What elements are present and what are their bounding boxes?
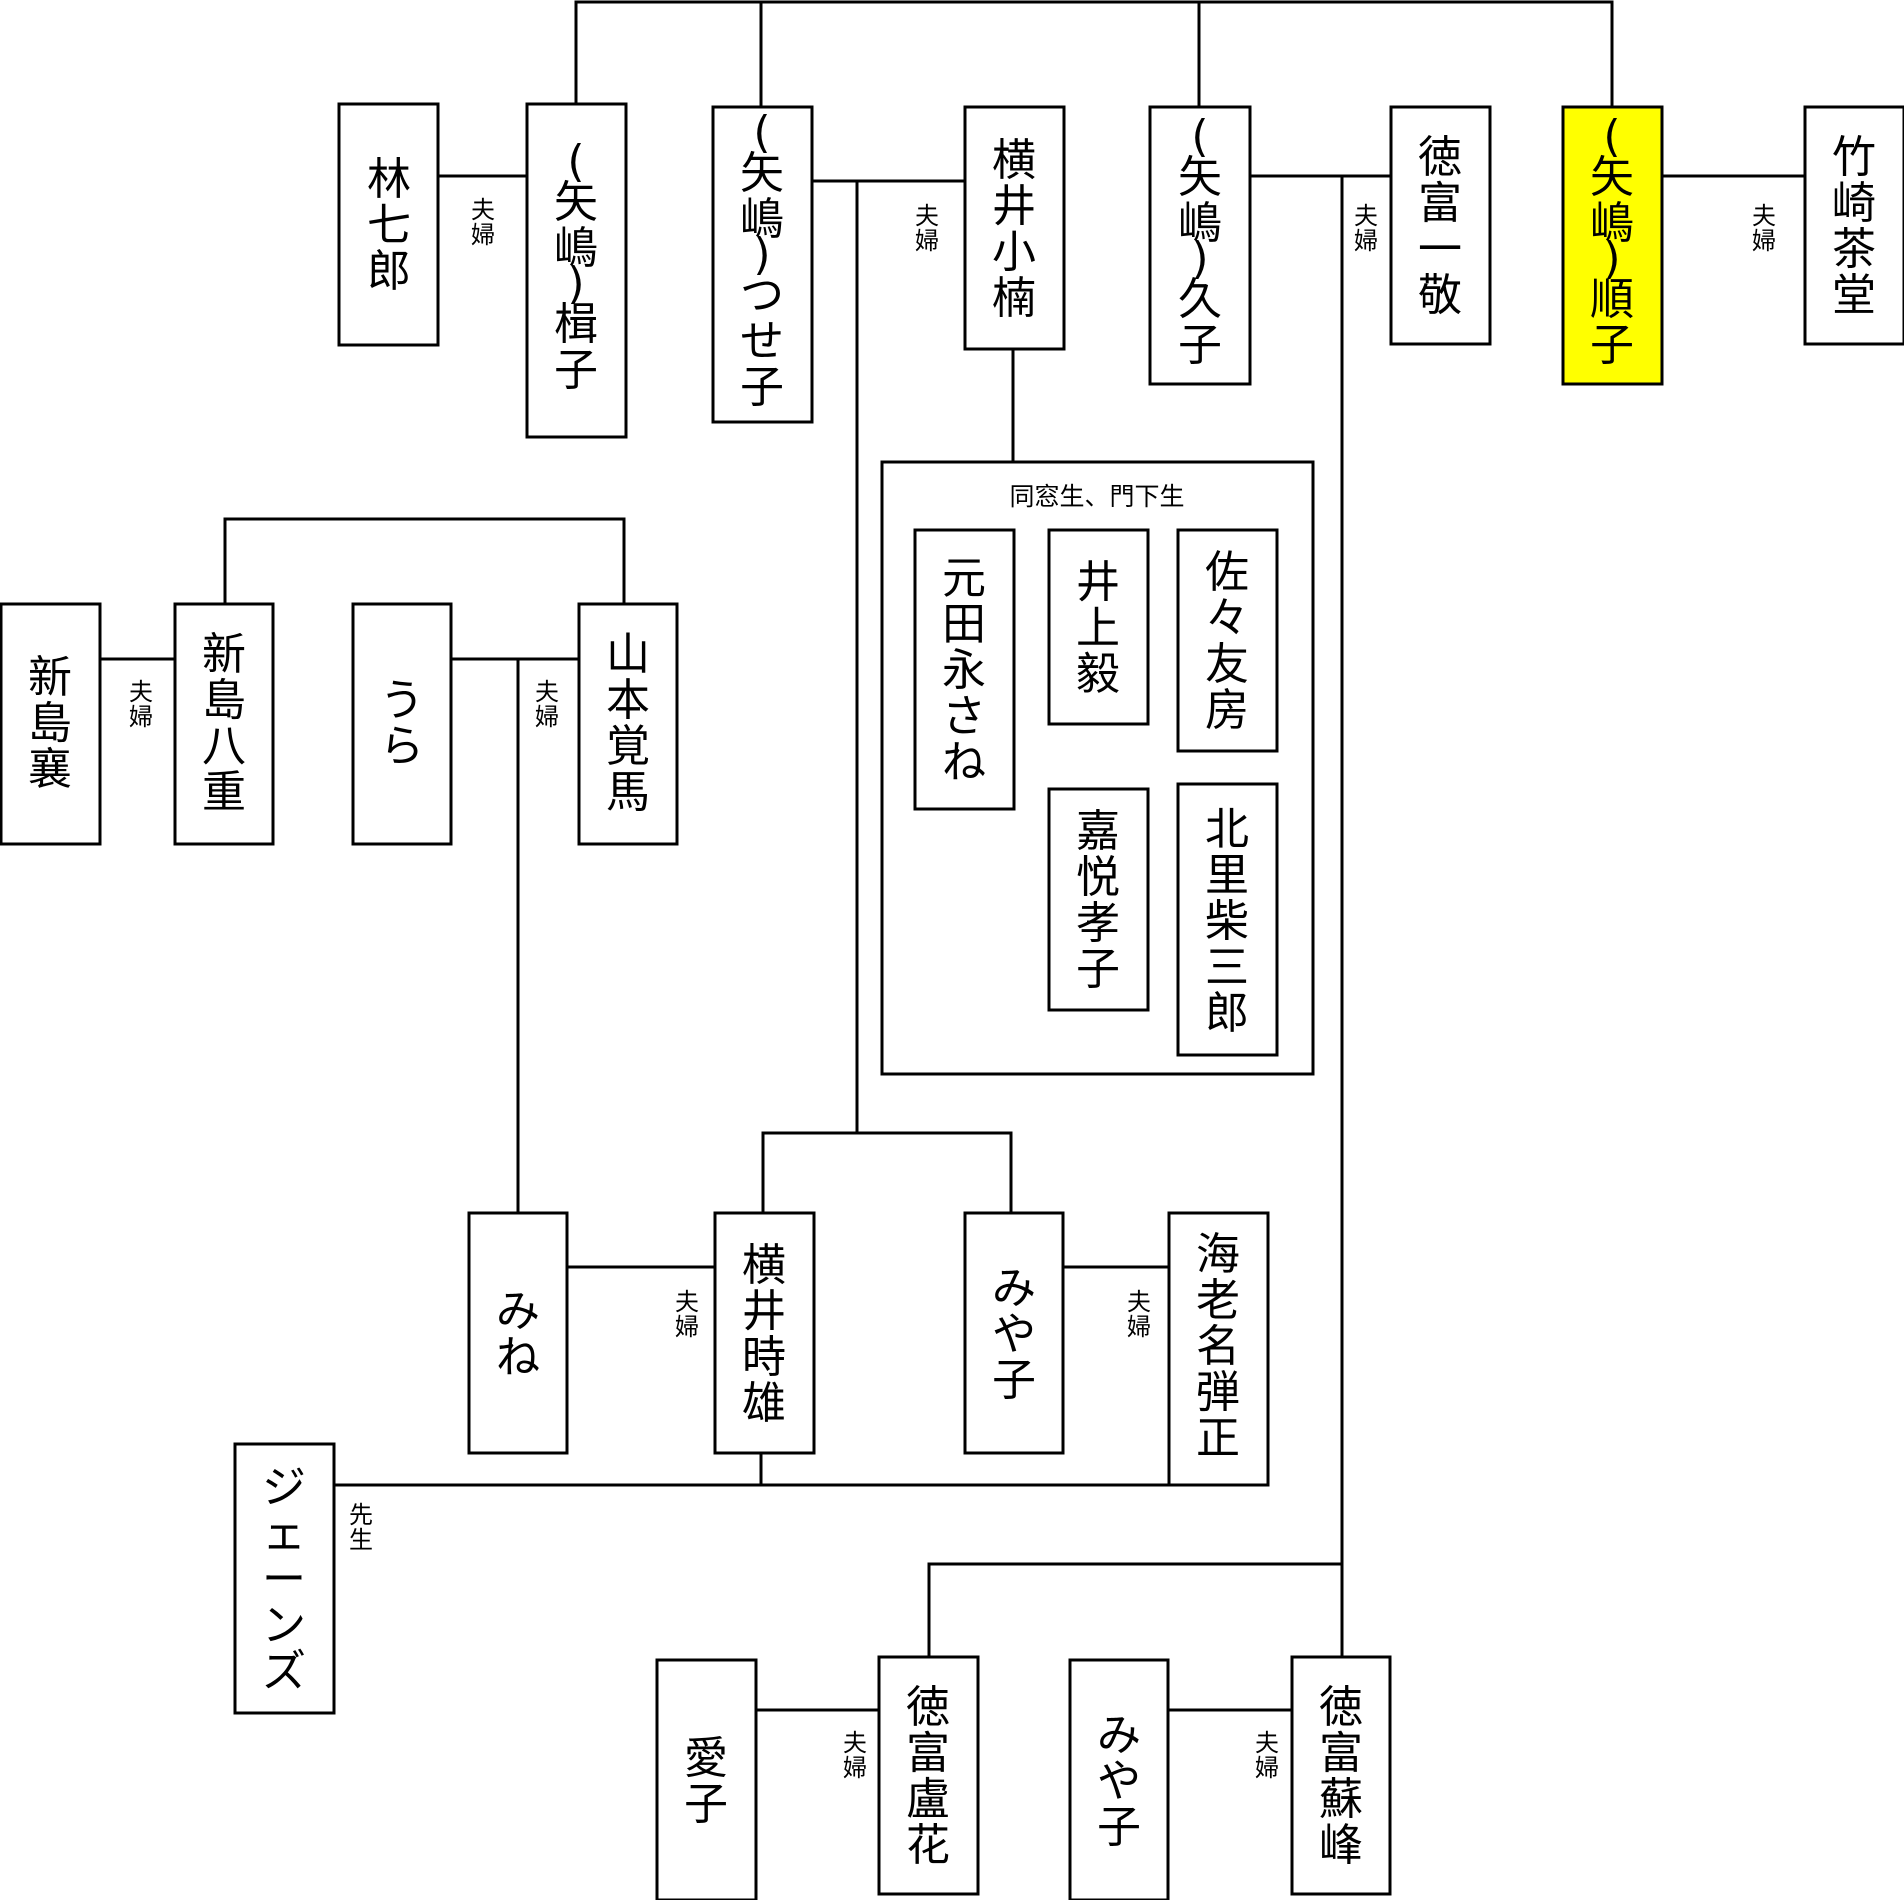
person-hayashi-shichiro: 林七郎 — [337, 102, 440, 347]
person-ebina-danjo: 海老名弾正 — [1167, 1211, 1270, 1487]
person-name: 林七郎 — [367, 154, 411, 297]
person-name: 竹崎茶堂 — [1832, 132, 1876, 321]
person-name: (矢嶋)つせ子 — [740, 107, 784, 413]
relation-label-couple: 夫婦 — [535, 678, 559, 731]
person-name: 横井時雄 — [742, 1240, 786, 1429]
person-name: (矢嶋)順子 — [1590, 111, 1634, 371]
relation-label-couple: 夫婦 — [471, 196, 495, 249]
person-yajima-tsuseko: (矢嶋)つせ子 — [711, 105, 814, 424]
sibling-bar-yae-kakuma — [223, 517, 626, 604]
person-yokoi-tokio: 横井時雄 — [713, 1211, 816, 1455]
children-bar-tsuseko-shonan — [761, 1131, 1013, 1213]
person-yokoi-shonan: 横井小楠 — [963, 105, 1066, 351]
person-takezaki-sado: 竹崎茶堂 — [1803, 105, 1904, 346]
person-name: (矢嶋)久子 — [1178, 111, 1222, 371]
person-name: 愛子 — [684, 1733, 728, 1830]
person-inoue-kowashi: 井上毅 — [1047, 528, 1150, 726]
person-name: 山本覚馬 — [606, 629, 650, 818]
group-label: 同窓生、門下生 — [1009, 482, 1184, 511]
group-frame-classmates — [880, 460, 1315, 1076]
person-name: 井上毅 — [1076, 557, 1120, 700]
person-yajima-kajiko: (矢嶋)楫子 — [525, 102, 628, 439]
person-name: みね — [496, 1286, 540, 1383]
sibling-bar-top — [574, 0, 1614, 107]
person-name: 佐々友房 — [1205, 547, 1249, 736]
person-sasa-tomofusa: 佐々友房 — [1176, 528, 1279, 753]
connector-lines — [100, 0, 1805, 1712]
person-name: 海老名弾正 — [1196, 1229, 1240, 1464]
person-miyako-2: みや子 — [1068, 1658, 1170, 1900]
person-niijima-yae: 新島八重 — [173, 602, 275, 846]
relation-label-couple: 夫婦 — [1752, 202, 1776, 255]
person-kitasato-shibasaburo: 北里柴三郎 — [1176, 782, 1279, 1057]
person-name: 北里柴三郎 — [1205, 804, 1249, 1039]
person-name: 徳富一敬 — [1418, 132, 1462, 321]
relation-label-couple: 夫婦 — [129, 678, 153, 731]
relation-label-couple: 夫婦 — [675, 1288, 699, 1341]
person-name: みや子 — [1097, 1710, 1141, 1853]
relation-label-couple: 夫婦 — [1255, 1729, 1279, 1782]
person-niijima-jo: 新島襄 — [0, 602, 102, 846]
relation-label-couple: 夫婦 — [843, 1729, 867, 1782]
person-name: 横井小楠 — [992, 135, 1036, 324]
person-yamamoto-kakuma: 山本覚馬 — [577, 602, 679, 846]
person-name: 徳富盧花 — [906, 1682, 950, 1871]
relation-label-teacher: 先生 — [349, 1501, 373, 1554]
person-name: みや子 — [992, 1263, 1036, 1406]
person-yajima-junko: (矢嶋)順子 — [1561, 105, 1664, 386]
person-name: 新島八重 — [202, 629, 246, 818]
person-name: (矢嶋)楫子 — [554, 136, 598, 396]
person-mine: みね — [467, 1211, 569, 1455]
relation-label-couple: 夫婦 — [1127, 1288, 1151, 1341]
person-janes: ジェーンズ — [233, 1442, 336, 1715]
person-tokutomi-roka: 徳富盧花 — [877, 1655, 980, 1896]
person-name: 嘉悦孝子 — [1076, 806, 1120, 995]
person-aiko: 愛子 — [655, 1658, 758, 1900]
relation-label-couple: 夫婦 — [1354, 202, 1378, 255]
relation-label-couple: 夫婦 — [915, 202, 939, 255]
person-name: 新島襄 — [28, 652, 72, 795]
person-name: 元田永さね — [942, 553, 986, 788]
person-kaetsu-takako: 嘉悦孝子 — [1047, 787, 1150, 1012]
person-motoda-nagazane: 元田永さね — [913, 528, 1016, 811]
person-tokutomi-soho: 徳富蘇峰 — [1290, 1655, 1392, 1896]
person-yajima-hisako: (矢嶋)久子 — [1148, 105, 1252, 386]
person-ura: うら — [351, 602, 453, 846]
person-name: うら — [380, 675, 424, 772]
person-tokutomi-kazutaka: 徳富一敬 — [1389, 105, 1492, 346]
children-bar-hisako-kazutaka — [927, 1562, 1342, 1657]
person-name: 徳富蘇峰 — [1319, 1682, 1363, 1871]
person-miyako-1: みや子 — [963, 1211, 1065, 1455]
person-name: ジェーンズ — [262, 1462, 306, 1697]
